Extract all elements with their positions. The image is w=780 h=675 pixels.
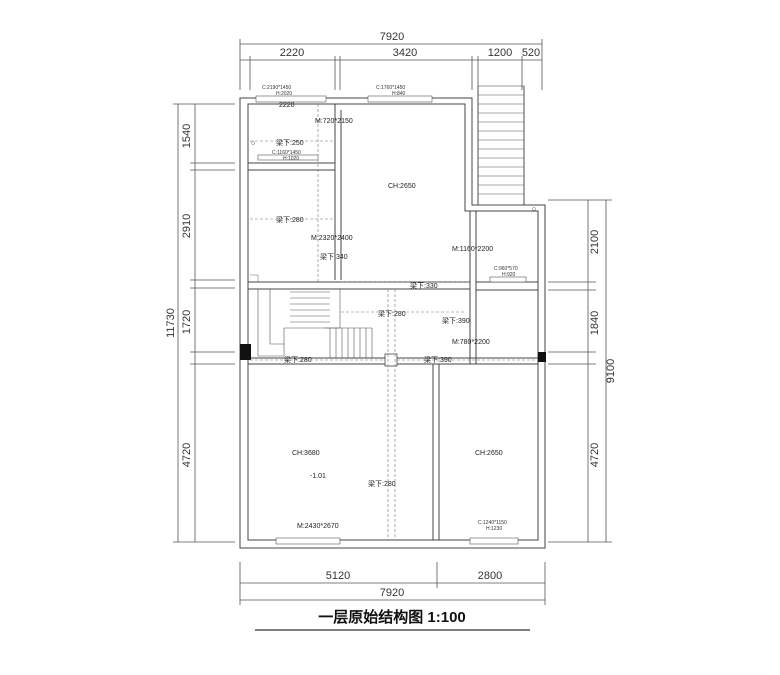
right-dimension-lines — [548, 199, 612, 543]
left-dimension-lines — [173, 103, 235, 543]
ceiling-height-2650-a: CH:2650 — [388, 183, 416, 190]
interior-staircase — [257, 289, 373, 358]
inner-dim-2220: 2220 — [279, 102, 295, 109]
floor-level-label: -1.01 — [310, 473, 326, 480]
beam-390-a-label: 梁下:390 — [442, 316, 470, 325]
window-4-height: H:920 — [502, 272, 516, 278]
left-dim-seg4: 4720 — [181, 443, 193, 467]
structural-column-right — [538, 352, 546, 362]
door-720-label: M:720*2150 — [315, 118, 353, 125]
window-2-height: H:840 — [392, 91, 406, 97]
window-5-height: H:1230 — [486, 526, 502, 532]
beam-280-a-label: 梁下:280 — [276, 215, 304, 224]
windows — [255, 95, 527, 545]
top-dim-seg1: 2220 — [280, 47, 304, 59]
bottom-dimension-lines — [239, 562, 546, 605]
top-dim-seg3: 1200 — [488, 47, 512, 59]
beam-250-label: 梁下:250 — [276, 138, 304, 147]
top-dim-seg4: 520 — [522, 47, 540, 59]
structural-column-left — [240, 344, 251, 360]
window-3-label: C:1160*1450 — [272, 150, 301, 156]
left-dim-seg2: 2910 — [181, 214, 193, 238]
right-dim-total: 9100 — [605, 359, 617, 383]
bottom-dim-seg2: 2800 — [478, 570, 502, 582]
left-dim-seg3: 1720 — [181, 310, 193, 334]
drawing-title: 一层原始结构图 1:100 — [318, 608, 466, 626]
right-dim-seg3: 4720 — [589, 443, 601, 467]
beam-lines — [250, 104, 538, 540]
window-2-label: C:1760*1450 — [376, 85, 405, 91]
left-dim-total: 11730 — [165, 308, 177, 338]
window-4-label: C:960*570 — [494, 266, 518, 272]
beam-390-b-label: 梁下:390 — [424, 355, 452, 364]
right-dim-seg2: 1840 — [589, 311, 601, 335]
door-2320-label: M:2320*2400 — [311, 235, 353, 242]
ceiling-height-2650-b: CH:2650 — [475, 450, 503, 457]
window-3-height: H:1020 — [283, 156, 299, 162]
door-780-label: M:780*2200 — [452, 339, 490, 346]
beam-280-c-label: 梁下:280 — [284, 355, 312, 364]
window-1-height: H:2020 — [276, 91, 292, 97]
right-dim-seg1: 2100 — [589, 230, 601, 254]
top-dim-total: 7920 — [380, 31, 404, 43]
beam-330-label: 梁下:330 — [410, 281, 438, 290]
left-dim-seg1: 1540 — [181, 124, 193, 148]
small-markers — [250, 141, 536, 282]
door-1160-label: M:1160*2200 — [452, 246, 493, 253]
beam-280-b-label: 梁下:280 — [378, 309, 406, 318]
window-1-label: C:2190*1450 — [262, 85, 291, 91]
bottom-dim-seg1: 5120 — [326, 570, 350, 582]
top-dim-seg2: 3420 — [393, 47, 417, 59]
door-2430-label: M:2430*2670 — [297, 523, 339, 530]
beam-340-label: 梁下:340 — [320, 252, 348, 261]
bottom-dim-total: 7920 — [380, 587, 404, 599]
exterior-staircase — [477, 85, 525, 206]
ceiling-height-3680: CH:3680 — [292, 450, 320, 457]
window-5-label: C:1240*1150 — [478, 520, 507, 526]
beam-280-d-label: 梁下:280 — [368, 479, 396, 488]
top-dimension-lines — [239, 39, 543, 90]
